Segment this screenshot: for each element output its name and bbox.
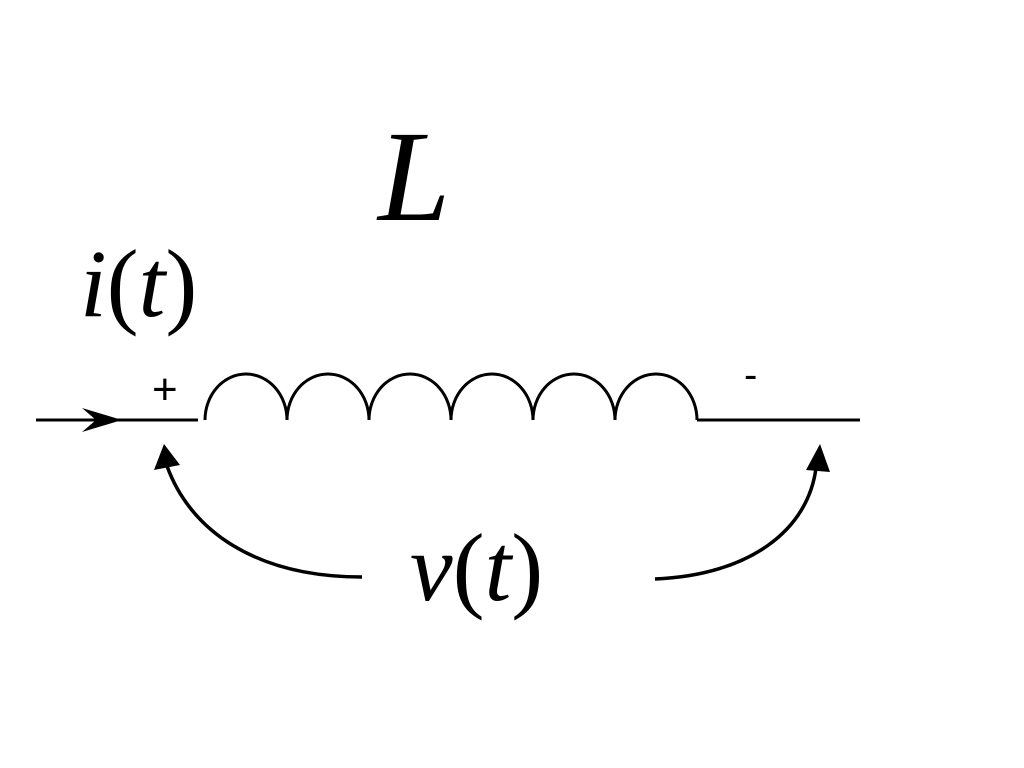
positive-terminal-sign: + <box>152 365 178 414</box>
current-close-paren: ) <box>165 230 197 337</box>
voltage-argument: t <box>485 514 514 621</box>
voltage-label: v(t) <box>410 514 543 621</box>
inductor-label: L <box>376 105 450 249</box>
voltage-arc-left <box>165 465 363 579</box>
voltage-arc-right <box>654 467 818 581</box>
voltage-arrow-head-left <box>154 444 180 470</box>
voltage-close-paren: ) <box>511 514 543 621</box>
current-symbol: i <box>80 230 107 337</box>
inductor-coil <box>203 372 699 421</box>
negative-terminal-sign: - <box>744 353 757 397</box>
current-arrow-head <box>82 408 122 432</box>
current-open-paren: ( <box>107 230 139 337</box>
current-label: i(t) <box>80 230 197 337</box>
voltage-open-paren: ( <box>453 514 485 621</box>
voltage-symbol: v <box>410 514 453 621</box>
voltage-arrow-head-right <box>806 444 830 472</box>
current-argument: t <box>139 230 168 337</box>
